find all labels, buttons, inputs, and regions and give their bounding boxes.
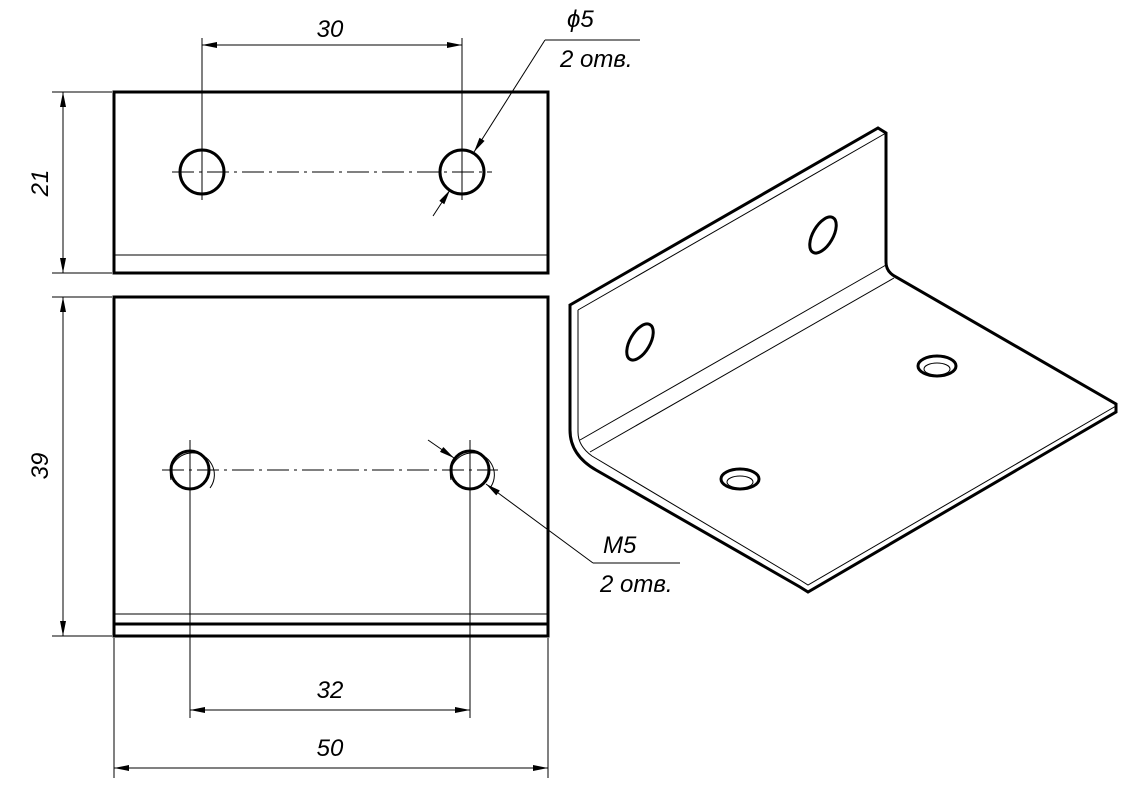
dimension-30-label: 30: [317, 16, 344, 43]
thread-callout: M5: [603, 532, 637, 559]
iso-hole: [808, 215, 838, 255]
bend-tangent-line: [579, 264, 887, 441]
dimension-32-label: 32: [317, 677, 344, 704]
dimension-21-label: 21: [27, 170, 54, 198]
edge-line: [577, 132, 887, 311]
hole-count: 2 отв.: [559, 46, 633, 73]
thread-inner: [923, 362, 951, 376]
thread-inner: [726, 475, 754, 489]
dimension-39-label: 39: [27, 453, 54, 480]
leader-line: [432, 189, 451, 217]
leader-line: [473, 39, 546, 153]
isometric-view: [568, 126, 1118, 594]
dimension-50-label: 50: [317, 735, 344, 762]
bracket-outline: [568, 126, 1118, 594]
thread-arc: [449, 452, 495, 489]
leader-line: [427, 439, 455, 459]
iso-hole: [625, 322, 655, 362]
iso-threaded-hole: [719, 467, 761, 491]
bend-tangent-line: [589, 277, 895, 453]
thread-arc: [169, 452, 215, 489]
bottom-view-outline: [112, 295, 550, 638]
top-view-outline: [112, 90, 550, 275]
edge-line: [577, 310, 1117, 586]
hole-callout: ϕ5: [567, 6, 594, 33]
iso-threaded-hole: [916, 354, 958, 378]
thread-count: 2 отв.: [599, 571, 673, 598]
top-view: 30 21 ϕ5 2 отв.: [27, 6, 640, 275]
bottom-view: 32 50 39 M5 2 отв.: [27, 295, 680, 778]
leader-line: [485, 483, 594, 564]
